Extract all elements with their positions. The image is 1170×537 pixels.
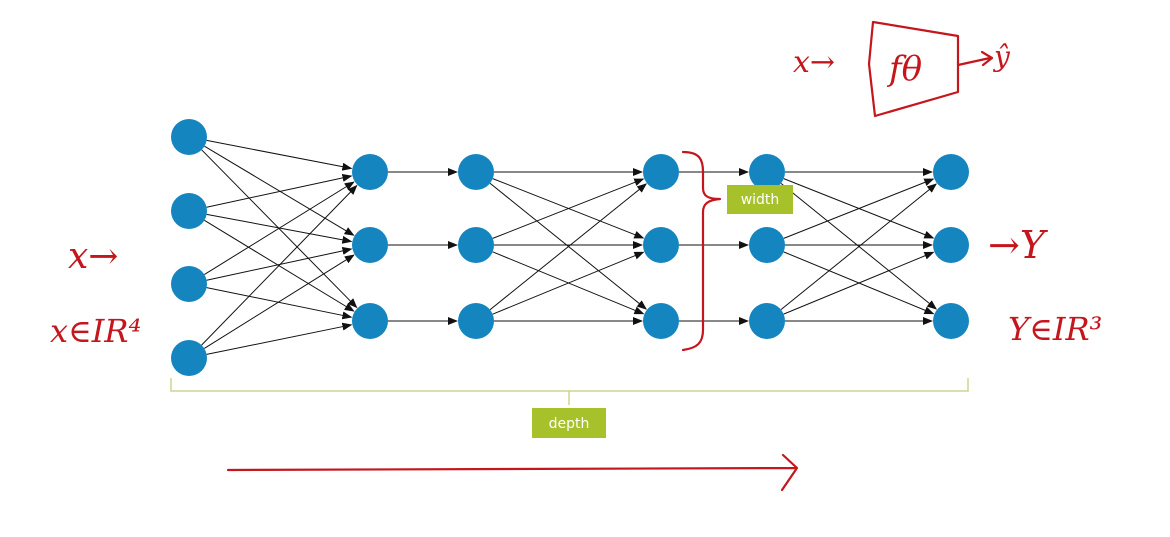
network-edge: [492, 251, 645, 315]
network-edge: [206, 139, 353, 171]
depth-label: depth: [549, 416, 590, 432]
model-output-text: ŷ: [992, 40, 1011, 73]
forward-arrow: [226, 453, 799, 492]
network-edge: [783, 251, 935, 315]
network-node: [171, 266, 207, 302]
model-fn-text: fθ: [886, 49, 922, 89]
depth-label-box: [532, 408, 606, 438]
network-edge: [206, 322, 353, 355]
network-node: [171, 193, 207, 229]
network-edge: [206, 246, 353, 281]
model-input-text: x→: [793, 45, 835, 80]
network-edge: [204, 145, 355, 236]
network-node: [749, 154, 785, 190]
network-node: [643, 227, 679, 263]
network-node: [933, 227, 969, 263]
network-node: [933, 154, 969, 190]
network-edge: [206, 287, 353, 320]
network-node: [352, 303, 388, 339]
network-edges: [201, 139, 938, 355]
network-nodes: [171, 119, 969, 376]
network-node: [749, 303, 785, 339]
input-arrow-text: x→: [68, 236, 118, 277]
output-arrow-text: →Y: [988, 223, 1049, 267]
network-node: [458, 154, 494, 190]
width-label-box: [727, 185, 793, 214]
depth-bracket: [170, 378, 969, 405]
network-node: [171, 340, 207, 376]
network-node: [171, 119, 207, 155]
network-node: [458, 227, 494, 263]
network-edge: [780, 183, 938, 311]
network-node: [352, 227, 388, 263]
model-box: [867, 20, 960, 118]
network-edge: [492, 178, 645, 239]
network-edge: [783, 178, 935, 239]
width-brace: [681, 150, 722, 352]
output-space-text: Y∈IR³: [1008, 310, 1102, 348]
network-node: [352, 154, 388, 190]
network-node: [749, 227, 785, 263]
network-node: [933, 303, 969, 339]
model-sketch: x→ fθ ŷ: [793, 20, 1011, 118]
width-label: width: [741, 192, 780, 208]
network-edge: [204, 254, 355, 349]
network-node: [643, 303, 679, 339]
model-output-arrow: [956, 50, 994, 67]
network-node: [643, 154, 679, 190]
input-space-text: x∈IR⁴: [50, 312, 141, 350]
network-node: [458, 303, 494, 339]
network-edge: [489, 183, 647, 311]
network-edge: [204, 181, 355, 275]
network-edge: [201, 184, 358, 346]
network-edge: [206, 173, 353, 208]
